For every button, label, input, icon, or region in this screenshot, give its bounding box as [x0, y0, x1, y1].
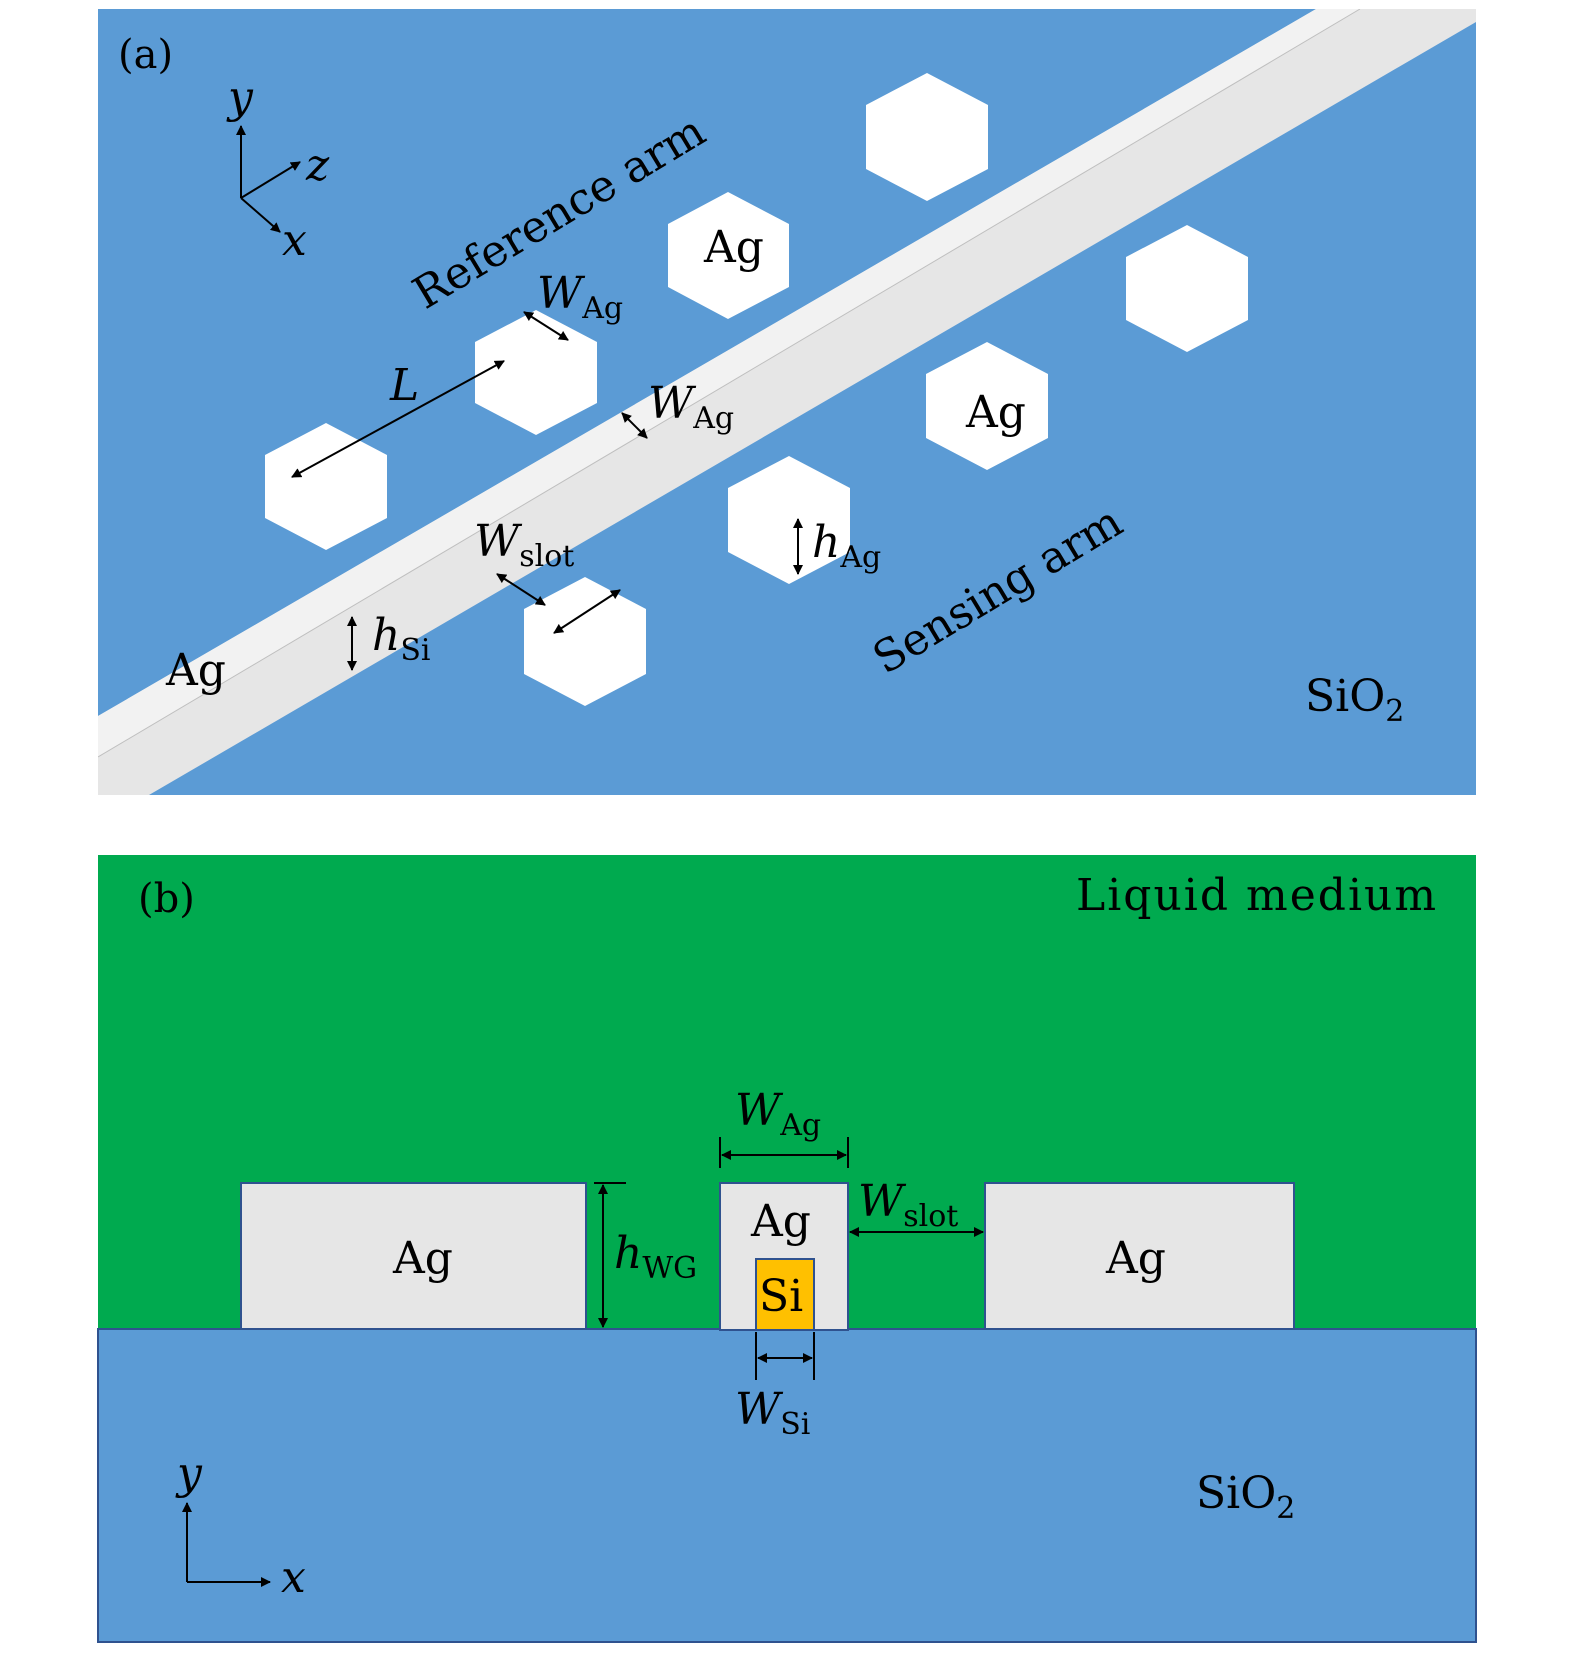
y-axis-label: y — [226, 72, 254, 123]
y-axis-label-b: y — [175, 1448, 203, 1499]
panel-a: (a) y z x Reference arm Sensing arm Ag A… — [98, 9, 1476, 795]
substrate-label-b: SiO2 — [1196, 1468, 1295, 1526]
liquid-medium-label: Liquid medium — [1076, 870, 1438, 921]
ag-np-label: Ag — [965, 387, 1026, 438]
w-ag-label-b: WAg — [735, 1085, 821, 1143]
h-wg-label: hWG — [614, 1228, 697, 1286]
z-axis-label: z — [305, 140, 330, 191]
nanoparticle — [926, 342, 1048, 470]
axes-a: y z x — [226, 72, 330, 266]
waveguide-strip — [98, 9, 1476, 795]
waveguide-edge-line — [98, 9, 1361, 758]
nanoparticle — [866, 73, 988, 201]
substrate-region-b — [97, 1328, 1477, 1643]
ag-np-label: Ag — [703, 222, 764, 273]
dimensions-a — [291, 311, 803, 671]
right-ag-block — [984, 1182, 1295, 1330]
w-ag-np-label: WAg — [537, 268, 623, 326]
right-ag-label: Ag — [1105, 1233, 1166, 1284]
nanoparticle — [1126, 225, 1248, 352]
np-width-dimension-arrow — [553, 589, 621, 634]
x-axis-label: x — [282, 215, 307, 266]
length-dimension-arrow — [291, 360, 505, 478]
w-si-label: WSi — [735, 1384, 810, 1442]
si-core-label: Si — [759, 1271, 803, 1322]
left-ag-label: Ag — [392, 1233, 453, 1284]
axes-b: y x — [175, 1448, 306, 1603]
length-label: L — [389, 360, 419, 411]
x-axis-label-b: x — [281, 1552, 306, 1603]
z-axis-arrow — [240, 161, 301, 199]
panel-b: (b) Liquid medium Ag Ag Ag Si WAg Wslot … — [97, 855, 1477, 1643]
h-si-label: hSi — [372, 610, 431, 668]
substrate-label-a: SiO2 — [1305, 671, 1404, 729]
panel-b-tag: (b) — [138, 876, 195, 922]
si-core — [755, 1258, 815, 1331]
h-ag-label: hAg — [812, 517, 881, 575]
nanoparticle — [475, 310, 597, 435]
left-ag-block — [240, 1182, 587, 1330]
w-ag-wg-dimension-arrow — [621, 412, 648, 439]
nanoparticle — [668, 192, 789, 319]
waveguide-band — [98, 9, 1476, 795]
w-slot-label-b: Wslot — [858, 1176, 958, 1234]
ag-waveguide-label: Ag — [165, 645, 226, 696]
x-axis-arrow — [240, 197, 281, 233]
w-slot-label: Wslot — [474, 516, 574, 574]
center-ag-label: Ag — [750, 1196, 811, 1247]
w-ag-wg-label: WAg — [648, 378, 734, 436]
panel-a-tag: (a) — [118, 32, 173, 78]
w-slot-dimension-arrow — [496, 573, 546, 606]
nanoparticle — [728, 456, 850, 584]
dimensions-b — [594, 1137, 984, 1380]
w-ag-np-dimension-arrow — [523, 311, 569, 341]
